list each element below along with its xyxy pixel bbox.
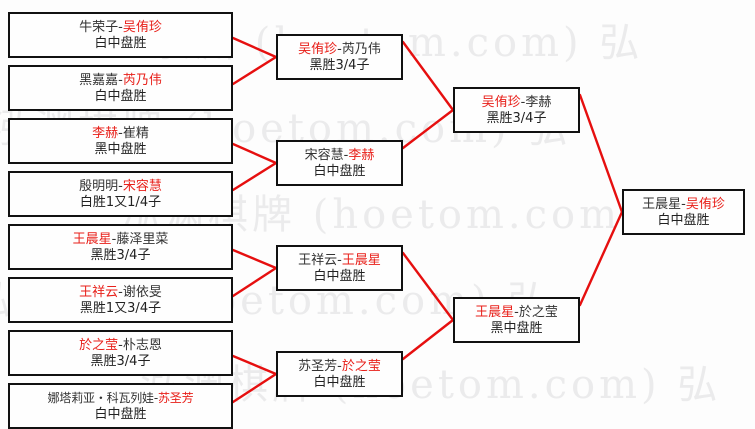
match-result: 白中盘胜 [313,268,366,284]
player-left: 王祥云 [298,252,338,268]
player-left: 吴侑珍 [481,94,521,110]
player-left: 王晨星 [72,231,112,247]
match-box-r2-4[interactable]: 苏圣芳-於之莹 白中盘胜 [276,351,403,397]
match-box-r2-3[interactable]: 王祥云-王晨星 白中盘胜 [276,245,403,291]
match-players: 於之莹-朴志恩 [79,337,162,353]
match-box-r1-3[interactable]: 李赫-崔精 黑中盘胜 [8,118,233,164]
player-right: 吴侑珍 [685,196,725,212]
match-box-r1-1[interactable]: 牛荣子-吴侑珍 白中盘胜 [8,12,233,58]
match-players: 王祥云-谢依旻 [79,284,162,300]
match-players: 王晨星-吴侑珍 [642,196,725,212]
match-result: 白胜1又1/4子 [79,194,162,210]
player-right: 藤泽里菜 [116,231,169,247]
match-box-semi-1[interactable]: 吴侑珍-李赫 黑胜3/4子 [453,87,580,133]
player-left: 李赫 [92,125,119,141]
match-players: 黑嘉嘉-芮乃伟 [79,72,162,88]
player-left: 王祥云 [79,284,119,300]
match-players: 王祥云-王晨星 [298,252,381,268]
match-result: 白中盘胜 [94,88,147,104]
match-box-r1-8[interactable]: 娜塔莉亚・科瓦列娃-苏圣芳 白中盘胜 [8,383,233,429]
player-right: 芮乃伟 [122,72,162,88]
match-result: 白中盘胜 [94,406,147,422]
match-box-r1-6[interactable]: 王祥云-谢依旻 黑胜1又3/4子 [8,277,233,323]
player-left: 黑嘉嘉 [79,72,119,88]
match-result: 黑胜3/4子 [90,353,151,369]
match-result: 黑胜1又3/4子 [79,300,162,316]
player-left: 娜塔莉亚・科瓦列娃 [47,390,154,405]
match-result: 黑胜3/4子 [309,57,370,73]
player-left: 王晨星 [642,196,682,212]
player-right: 谢依旻 [122,284,162,300]
match-box-semi-2[interactable]: 王晨星-於之莹 黑中盘胜 [453,297,580,343]
match-players: 吴侑珍-李赫 [481,94,552,110]
match-box-r2-2[interactable]: 宋容慧-李赫 白中盘胜 [276,140,403,186]
player-right: 於之莹 [518,304,558,320]
player-left: 吴侑珍 [298,41,338,57]
player-left: 殷明明 [79,178,119,194]
match-result: 白中盘胜 [313,163,366,179]
player-left: 於之莹 [79,337,119,353]
player-right: 王晨星 [341,252,381,268]
player-right: 苏圣芳 [157,390,194,405]
match-players: 李赫-崔精 [92,125,149,141]
match-result: 黑胜3/4子 [90,247,151,263]
player-right: 崔精 [122,125,149,141]
match-result: 白中盘胜 [657,212,710,228]
player-left: 苏圣芳 [298,358,338,374]
match-box-final[interactable]: 王晨星-吴侑珍 白中盘胜 [622,189,745,235]
match-players: 宋容慧-李赫 [304,147,375,163]
player-left: 牛荣子 [79,19,119,35]
match-result: 黑中盘胜 [490,320,543,336]
player-left: 宋容慧 [304,147,344,163]
player-right: 吴侑珍 [122,19,162,35]
player-left: 王晨星 [475,304,515,320]
match-players: 牛荣子-吴侑珍 [79,19,162,35]
match-players: 苏圣芳-於之莹 [298,358,381,374]
match-box-r2-1[interactable]: 吴侑珍-芮乃伟 黑胜3/4子 [276,34,403,80]
match-players: 王晨星-於之莹 [475,304,558,320]
match-players: 吴侑珍-芮乃伟 [298,41,381,57]
match-players: 殷明明-宋容慧 [79,178,162,194]
match-box-r1-7[interactable]: 於之莹-朴志恩 黑胜3/4子 [8,330,233,376]
match-box-r1-2[interactable]: 黑嘉嘉-芮乃伟 白中盘胜 [8,65,233,111]
match-result: 黑中盘胜 [94,141,147,157]
match-players: 王晨星-藤泽里菜 [72,231,169,247]
player-right: 芮乃伟 [341,41,381,57]
player-right: 李赫 [348,147,375,163]
match-result: 白中盘胜 [94,35,147,51]
player-right: 宋容慧 [122,178,162,194]
player-right: 李赫 [525,94,552,110]
match-result: 黑胜3/4子 [486,110,547,126]
match-box-r1-4[interactable]: 殷明明-宋容慧 白胜1又1/4子 [8,171,233,217]
player-right: 朴志恩 [122,337,162,353]
player-right: 於之莹 [341,358,381,374]
match-box-r1-5[interactable]: 王晨星-藤泽里菜 黑胜3/4子 [8,224,233,270]
match-result: 白中盘胜 [313,374,366,390]
match-players: 娜塔莉亚・科瓦列娃-苏圣芳 [47,390,194,405]
